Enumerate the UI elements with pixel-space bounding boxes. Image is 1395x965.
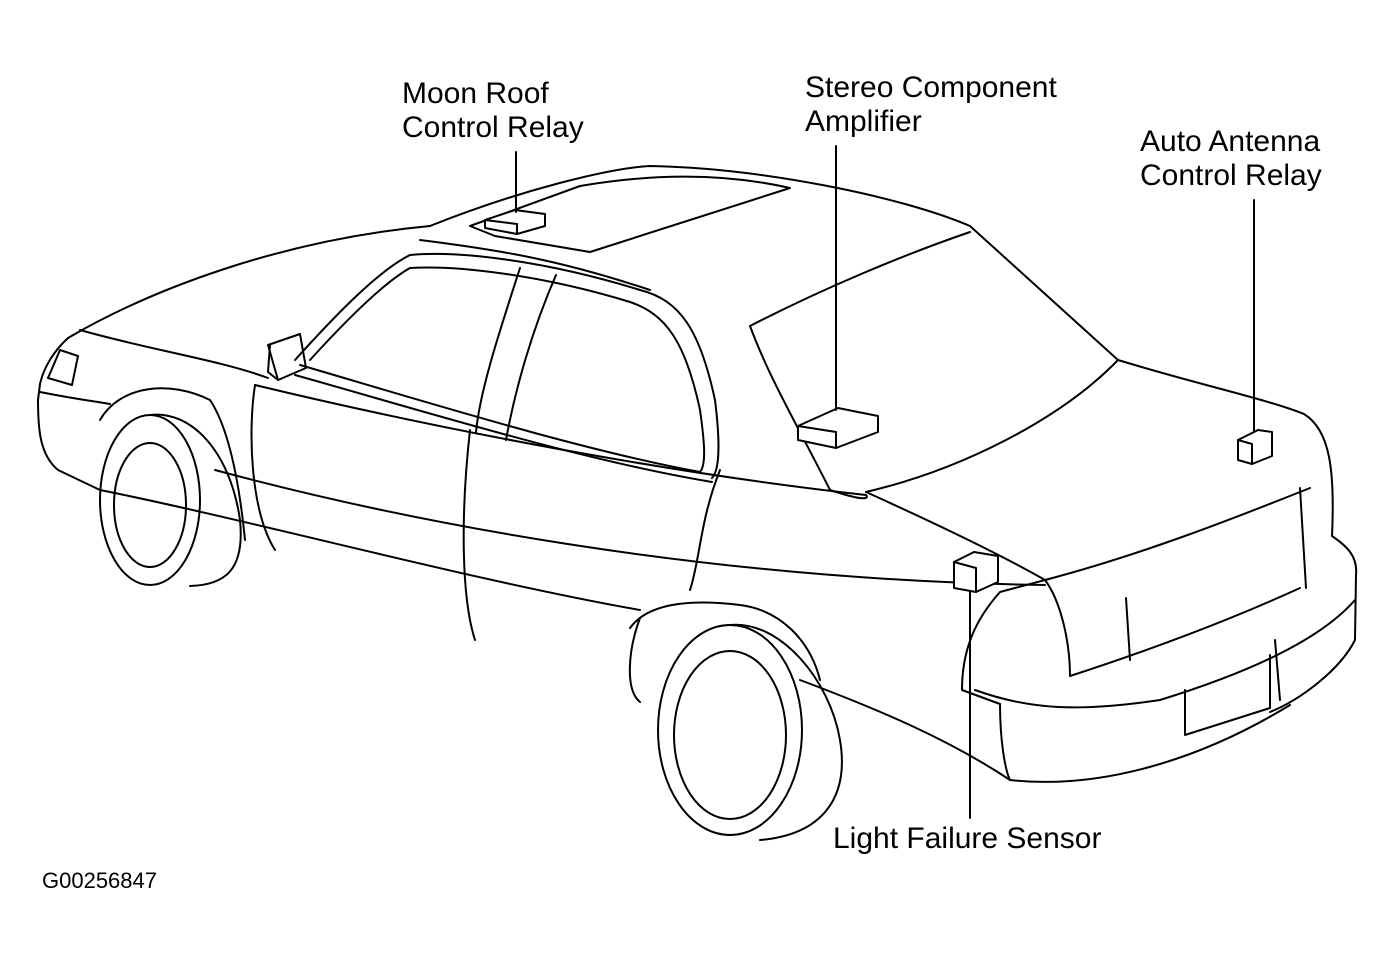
moon-roof-relay-label-line-1: Moon Roof [402,77,549,110]
moon-roof-relay-label-line-2: Control Relay [402,111,584,144]
light-failure-sensor-label-line-1: Light Failure Sensor [833,822,1102,855]
light-failure-sensor-box [953,551,999,593]
moon-roof-relay-box [484,209,546,235]
auto-antenna-relay-label-line-2: Control Relay [1140,159,1322,192]
light-failure-sensor-label: Light Failure Sensor [833,822,1101,856]
rear-wheel [657,623,843,841]
stereo-amplifier-box [797,407,879,449]
auto-antenna-relay-label: Auto Antenna Control Relay [1140,125,1322,193]
moon-roof-relay-label: Moon Roof Control Relay [402,77,584,145]
stereo-amplifier-label-line-2: Amplifier [805,105,922,138]
car-body [37,165,1358,783]
stereo-amplifier-label: Stereo Component Amplifier [805,71,1057,139]
auto-antenna-relay-box [1237,429,1273,465]
front-wheel [99,413,242,587]
auto-antenna-relay-label-line-1: Auto Antenna [1140,125,1321,158]
figure-id: G00256847 [42,868,157,893]
stereo-amplifier-label-line-1: Stereo Component [805,71,1057,104]
